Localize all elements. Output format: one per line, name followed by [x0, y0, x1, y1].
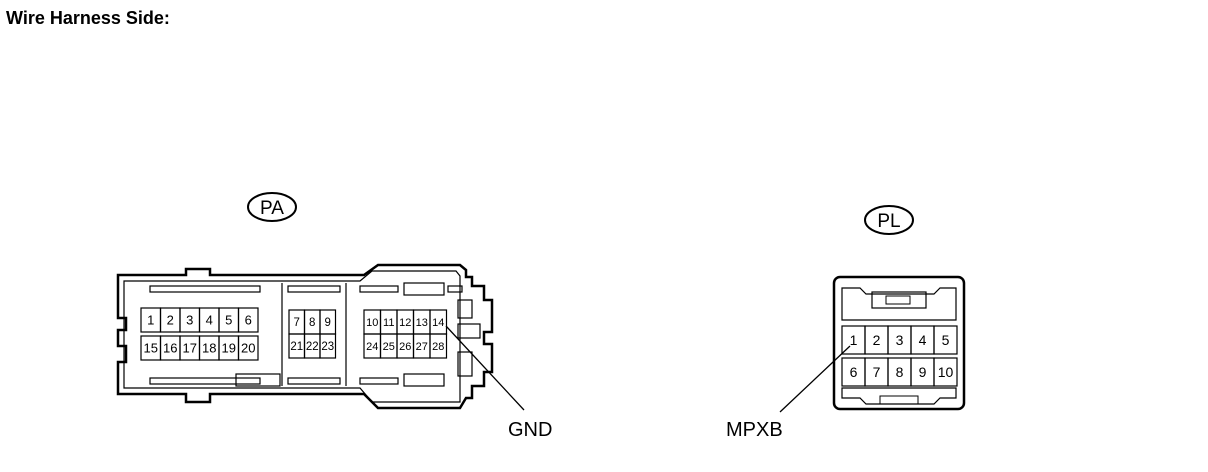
pin-label: 27 — [416, 341, 428, 353]
page-title: Wire Harness Side: — [6, 8, 170, 28]
pin-label: 13 — [416, 317, 428, 329]
pin-label: 22 — [306, 341, 319, 353]
pin-label: 16 — [163, 341, 177, 356]
pin-label: 2 — [873, 332, 881, 348]
pa-slot — [287, 285, 341, 293]
pa-slot — [149, 285, 261, 293]
pl-lock-tab — [871, 291, 927, 309]
pin-label: 4 — [206, 313, 213, 328]
pl-bottom-key — [879, 395, 919, 405]
pin-label: 8 — [309, 317, 315, 329]
pin-label: 5 — [225, 313, 232, 328]
pin-label: 8 — [896, 364, 904, 380]
pa-slot — [359, 377, 399, 385]
pin-cell — [319, 333, 337, 359]
pin-label: 14 — [432, 317, 444, 329]
pin-label: 10 — [366, 317, 378, 329]
pin-cell — [933, 325, 958, 355]
pl-badge-oval — [864, 205, 914, 235]
pin-label: 6 — [245, 313, 252, 328]
pa-slot — [287, 377, 341, 385]
pin-label: 19 — [222, 341, 236, 356]
mpxb-leader-line — [779, 345, 851, 413]
gnd-callout-label: GND — [508, 419, 552, 441]
pa-key — [457, 351, 473, 377]
pa-key — [457, 299, 473, 319]
pin-label: 20 — [241, 341, 255, 356]
pin-label: 28 — [432, 341, 444, 353]
gnd-leader-line — [445, 325, 525, 411]
pin-label: 24 — [366, 341, 378, 353]
pin-label: 7 — [873, 364, 881, 380]
pl-lock-tab-inner — [885, 295, 911, 305]
pin-cell — [933, 357, 958, 387]
pin-cell — [429, 333, 448, 359]
pin-label: 26 — [399, 341, 411, 353]
pl-bottom-recess — [841, 387, 957, 405]
pa-housing-inner — [123, 270, 461, 403]
pl-badge-label: PL — [877, 211, 900, 232]
pa-slot — [359, 285, 399, 293]
pin-label: 25 — [383, 341, 395, 353]
pin-label: 4 — [919, 332, 927, 348]
pin-label: 11 — [383, 317, 394, 329]
pin-label: 21 — [290, 341, 303, 353]
pa-badge-oval — [247, 192, 297, 222]
pa-housing — [116, 263, 494, 410]
pin-label: 18 — [202, 341, 216, 356]
pa-slot — [447, 285, 463, 293]
pa-slot — [403, 373, 445, 387]
pin-cell — [237, 307, 259, 333]
mpxb-callout-label: MPXB — [726, 419, 783, 441]
pl-top-recess — [841, 287, 957, 321]
pin-label: 5 — [942, 332, 950, 348]
pin-label: 17 — [183, 341, 197, 356]
pin-label: 23 — [321, 341, 334, 353]
pin-label: 2 — [167, 313, 174, 328]
pin-label: 1 — [147, 313, 154, 328]
pa-key — [457, 323, 481, 339]
pa-slot — [149, 377, 261, 385]
pa-slot — [403, 282, 445, 296]
pa-badge-label: PA — [260, 198, 284, 219]
pl-housing — [832, 275, 966, 411]
pin-label: 3 — [186, 313, 193, 328]
pin-label: 9 — [919, 364, 927, 380]
pin-label: 15 — [144, 341, 158, 356]
pin-label: 1 — [850, 332, 858, 348]
pa-slot — [235, 373, 281, 387]
pin-label: 12 — [399, 317, 411, 329]
pin-label: 10 — [938, 364, 954, 380]
pin-label: 3 — [896, 332, 904, 348]
pin-label: 9 — [325, 317, 331, 329]
pin-label: 6 — [850, 364, 858, 380]
pin-label: 7 — [294, 317, 300, 329]
pin-cell — [237, 335, 259, 361]
